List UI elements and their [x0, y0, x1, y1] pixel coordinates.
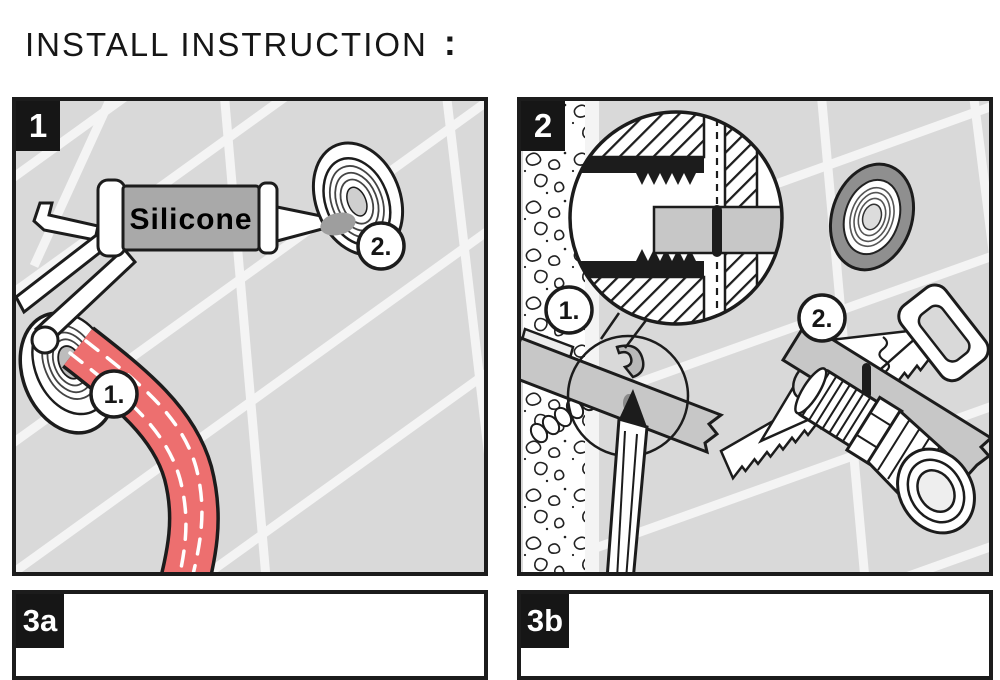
pipe-threads-bottom: [636, 249, 696, 261]
step-badge-2: 2.: [797, 293, 847, 343]
panel2-number-plate: 2: [521, 101, 565, 151]
step-badge-1-label: 1.: [559, 297, 580, 325]
panel2-illustration: 1. 2.: [521, 101, 989, 572]
caulk-gun: Silicone: [16, 178, 328, 355]
page-title-text: INSTALL INSTRUCTION: [25, 26, 428, 63]
step-badge-2: 2.: [356, 221, 406, 271]
marked-rail-bar: [521, 336, 725, 455]
step-badge-1: 1.: [89, 369, 139, 419]
gun-front-cap: [257, 181, 279, 255]
step-badge-2-label: 2.: [812, 305, 833, 333]
step-badge-1: 1.: [544, 285, 594, 335]
panel-step1: 1: [12, 97, 488, 576]
saw-clip-wire: [878, 336, 891, 373]
panel3a-number-plate: 3a: [16, 594, 64, 648]
gun-handle-knob: [30, 325, 60, 355]
saw-handle: [897, 283, 989, 383]
gun-plunger-hook: [32, 201, 100, 242]
page-title: INSTALL INSTRUCTION :: [25, 22, 456, 66]
ring-threads: [849, 186, 895, 248]
pipe-threads-top: [636, 173, 696, 185]
depth-mark: [712, 205, 722, 257]
panel3b-number-plate: 3b: [521, 594, 569, 648]
panel-step2: 2: [517, 97, 993, 576]
valve-fitting: [794, 367, 976, 535]
pipe-section-bottom: [571, 261, 704, 277]
cut-mark: [862, 363, 871, 399]
clip-hook: [615, 344, 645, 379]
magnifier-leader-lines: [599, 312, 648, 349]
silicone-dab: [320, 212, 356, 236]
magnifier-detail: [568, 110, 784, 326]
panel1-number-plate: 1: [16, 101, 60, 151]
panel-step3b: 3b: [517, 590, 993, 680]
step-badge-1-label: 1.: [104, 381, 125, 409]
gun-rear-cap: [96, 178, 127, 258]
silicone-tube-label: Silicone: [129, 203, 252, 236]
escutcheon-ring: [828, 162, 916, 272]
pipe-section-top: [571, 157, 704, 173]
page-title-colon: :: [443, 22, 456, 63]
pencil: [606, 389, 649, 572]
inserted-pipe-bar: [652, 205, 782, 255]
step-badge-2-label: 2.: [371, 233, 392, 261]
panel1-illustration: Silicone 1. 2.: [16, 101, 484, 572]
panel-step3a: 3a: [12, 590, 488, 680]
